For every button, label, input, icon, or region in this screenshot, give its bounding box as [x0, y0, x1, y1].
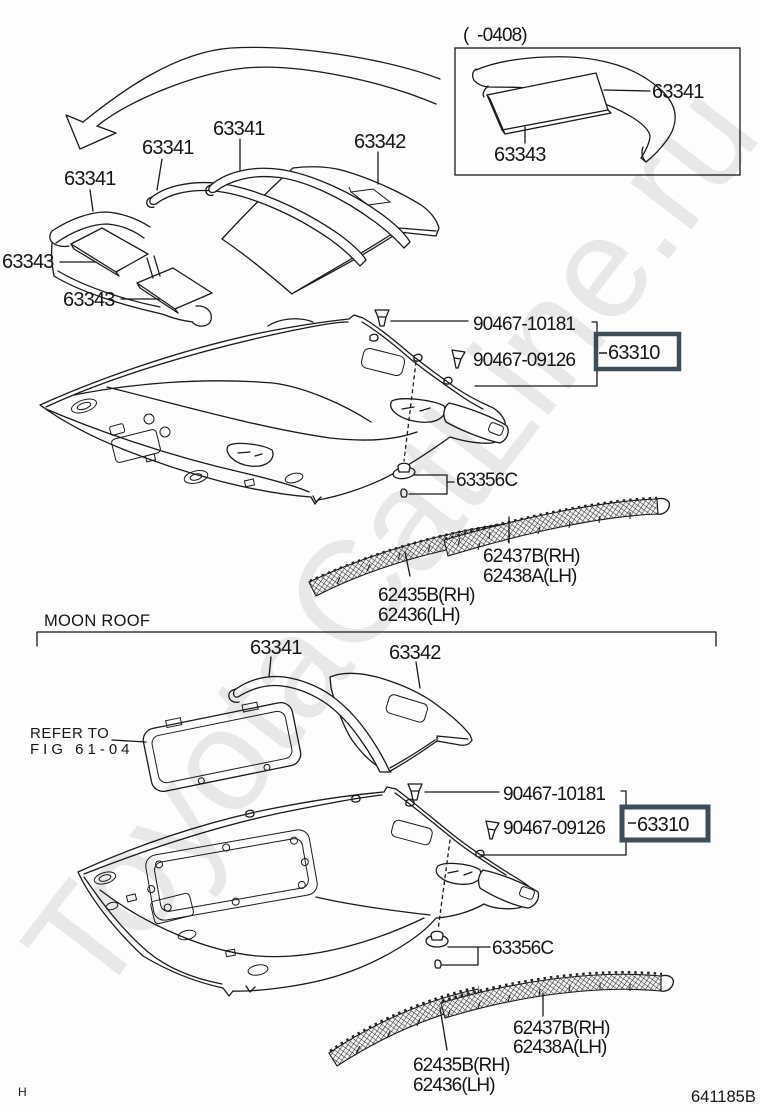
svg-text:63342: 63342: [354, 131, 406, 153]
svg-text:90467-09126: 90467-09126: [473, 350, 575, 371]
svg-text:62435B(RH): 62435B(RH): [413, 1055, 510, 1076]
svg-text:FIG 61-04: FIG 61-04: [30, 741, 134, 758]
svg-text:63343: 63343: [63, 289, 115, 311]
svg-text:62437B(RH): 62437B(RH): [483, 546, 580, 567]
svg-text:63341: 63341: [64, 168, 116, 190]
svg-text:63343: 63343: [494, 144, 546, 166]
svg-text:63341: 63341: [652, 81, 704, 103]
svg-text:MOON ROOF: MOON ROOF: [44, 612, 150, 630]
svg-text:63356C: 63356C: [492, 938, 553, 959]
svg-text:90467-10181: 90467-10181: [503, 784, 605, 805]
svg-text:62435B(RH): 62435B(RH): [378, 585, 475, 606]
svg-text:REFER TO: REFER TO: [30, 725, 109, 742]
svg-text:62436(LH): 62436(LH): [378, 605, 460, 626]
svg-text:62436(LH): 62436(LH): [413, 1075, 495, 1096]
svg-text:63343: 63343: [2, 251, 54, 273]
svg-text:H: H: [18, 1085, 27, 1099]
svg-text:62438A(LH): 62438A(LH): [483, 566, 577, 587]
svg-text:90467-10181: 90467-10181: [473, 314, 575, 335]
svg-text:63310: 63310: [637, 814, 689, 836]
svg-text:62438A(LH): 62438A(LH): [513, 1037, 607, 1058]
svg-text:63342: 63342: [389, 642, 441, 664]
svg-text:641185B: 641185B: [691, 1088, 756, 1106]
svg-text:63341: 63341: [250, 637, 302, 659]
svg-text:62437B(RH): 62437B(RH): [513, 1018, 610, 1039]
svg-text:63341: 63341: [142, 137, 194, 159]
svg-text:90467-09126: 90467-09126: [503, 818, 605, 839]
svg-text:63341: 63341: [213, 118, 265, 140]
svg-text:( -0408): ( -0408): [463, 25, 527, 46]
svg-text:63310: 63310: [608, 342, 660, 364]
svg-text:63356C: 63356C: [456, 470, 517, 491]
